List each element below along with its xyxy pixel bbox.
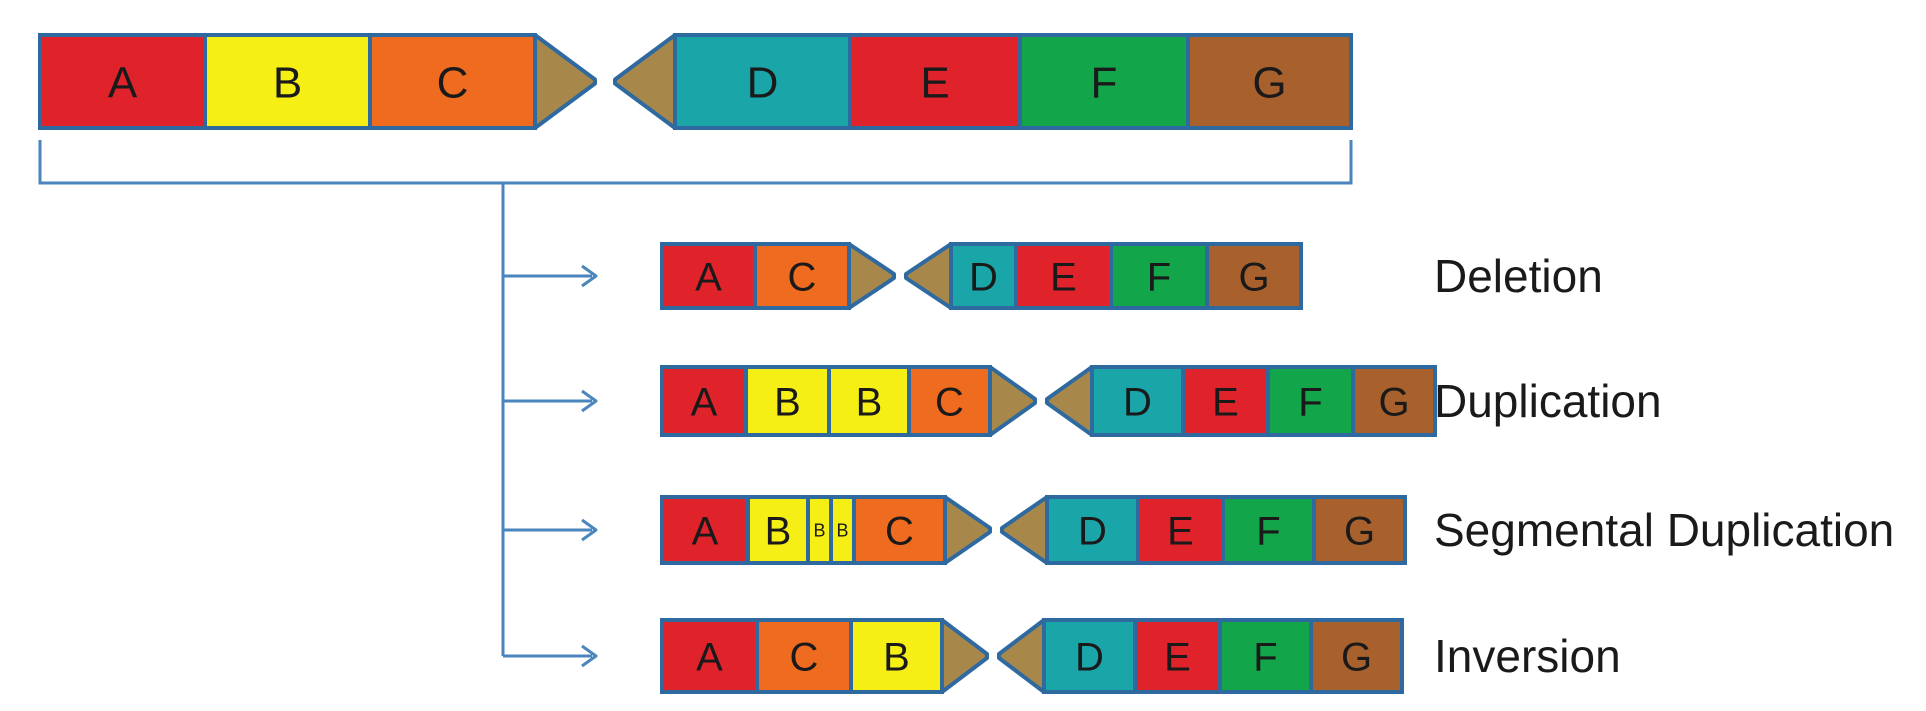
segment-label: B [883,635,910,679]
segment-label: B [836,520,848,540]
segment-label: A [696,635,723,679]
segment-label: B [856,380,883,424]
segment-label: D [1123,380,1152,424]
segment-b-p_arm-2 [827,365,911,437]
segment-e-q_arm-1 [1181,365,1270,437]
segment-g-q_arm-3 [1351,365,1437,437]
segment-label: B [273,58,302,107]
segment-label: C [437,58,469,107]
segment-label: C [788,255,817,299]
segment-c-p_arm-1 [753,242,851,310]
segment-label: G [1252,58,1286,107]
segment-f-q_arm-2 [1018,33,1190,130]
segment-f-q_arm-2 [1266,365,1355,437]
variant-label: Deletion [1434,250,1603,302]
segment-b-p_arm-1 [203,33,372,130]
arrow-head [581,518,598,542]
centromere-left [847,242,896,310]
segment-label: G [1341,635,1372,679]
segment-label: E [1167,509,1194,553]
segment-label: A [108,58,138,107]
original-segments: A B C D E F G [38,33,1353,130]
segment-label: E [1050,255,1077,299]
arrow-head [581,389,598,413]
segment-label: C [935,380,964,424]
segment-label: A [695,255,722,299]
segment-d-q_arm-0 [1042,618,1137,694]
segment-label: B [765,509,792,553]
segment-label: G [1378,380,1409,424]
segment-label: C [790,635,819,679]
segment-label: E [1164,635,1191,679]
centromere-right [613,33,677,130]
centromere-left [533,33,597,130]
segment-g-q_arm-3 [1186,33,1353,130]
segment-label: A [692,509,719,553]
segment-label: F [1298,380,1322,424]
segment-label: B [774,380,801,424]
segment-b-p_arm-1 [744,365,831,437]
segment-g-q_arm-3 [1309,618,1404,694]
segment-label: D [1075,635,1104,679]
segment-f-q_arm-2 [1221,495,1316,565]
segment-label: G [1344,509,1375,553]
segment-c-p_arm-1 [755,618,853,694]
segment-label: A [691,380,718,424]
centromere-right [904,242,953,310]
variant-label: Segmental Duplication [1434,504,1894,556]
arrow-head [581,264,598,288]
centromere-right [1045,365,1094,437]
centromere-left [940,618,989,694]
segment-a-p_arm-0 [660,365,748,437]
segment-label: D [1078,509,1107,553]
variant-label: Duplication [1434,375,1662,427]
centromere-left [943,495,992,565]
segment-label: D [747,58,779,107]
original-chromosome: A B C D E F G [38,33,1353,130]
segment-label: E [920,58,949,107]
segment-e-q_arm-1 [1014,242,1113,310]
centromere-right [1000,495,1049,565]
connector-lines [38,140,1353,668]
segment-e-q_arm-1 [848,33,1022,130]
segment-c-p_arm-3 [907,365,992,437]
bracket-line [38,140,1353,185]
segment-d-q_arm-0 [1090,365,1185,437]
segment-label: F [1091,58,1118,107]
segment-label: F [1253,635,1277,679]
segment-c-p_arm-2 [368,33,537,130]
segment-label: E [1212,380,1239,424]
variant-label: Inversion [1434,630,1621,682]
segment-f-q_arm-2 [1218,618,1313,694]
segment-a-p_arm-0 [660,242,757,310]
segment-label: G [1238,255,1269,299]
segment-label: F [1147,255,1171,299]
arrow-head [581,644,598,668]
segment-label: C [885,509,914,553]
segment-d-q_arm-0 [673,33,852,130]
segment-label: D [969,255,998,299]
segment-e-q_arm-1 [1136,495,1225,565]
segment-label: F [1256,509,1280,553]
centromere-right [997,618,1046,694]
centromere-left [988,365,1037,437]
segment-d-q_arm-0 [949,242,1018,310]
segment-g-q_arm-3 [1205,242,1303,310]
segment-g-q_arm-3 [1312,495,1407,565]
segment-label: B [813,520,825,540]
